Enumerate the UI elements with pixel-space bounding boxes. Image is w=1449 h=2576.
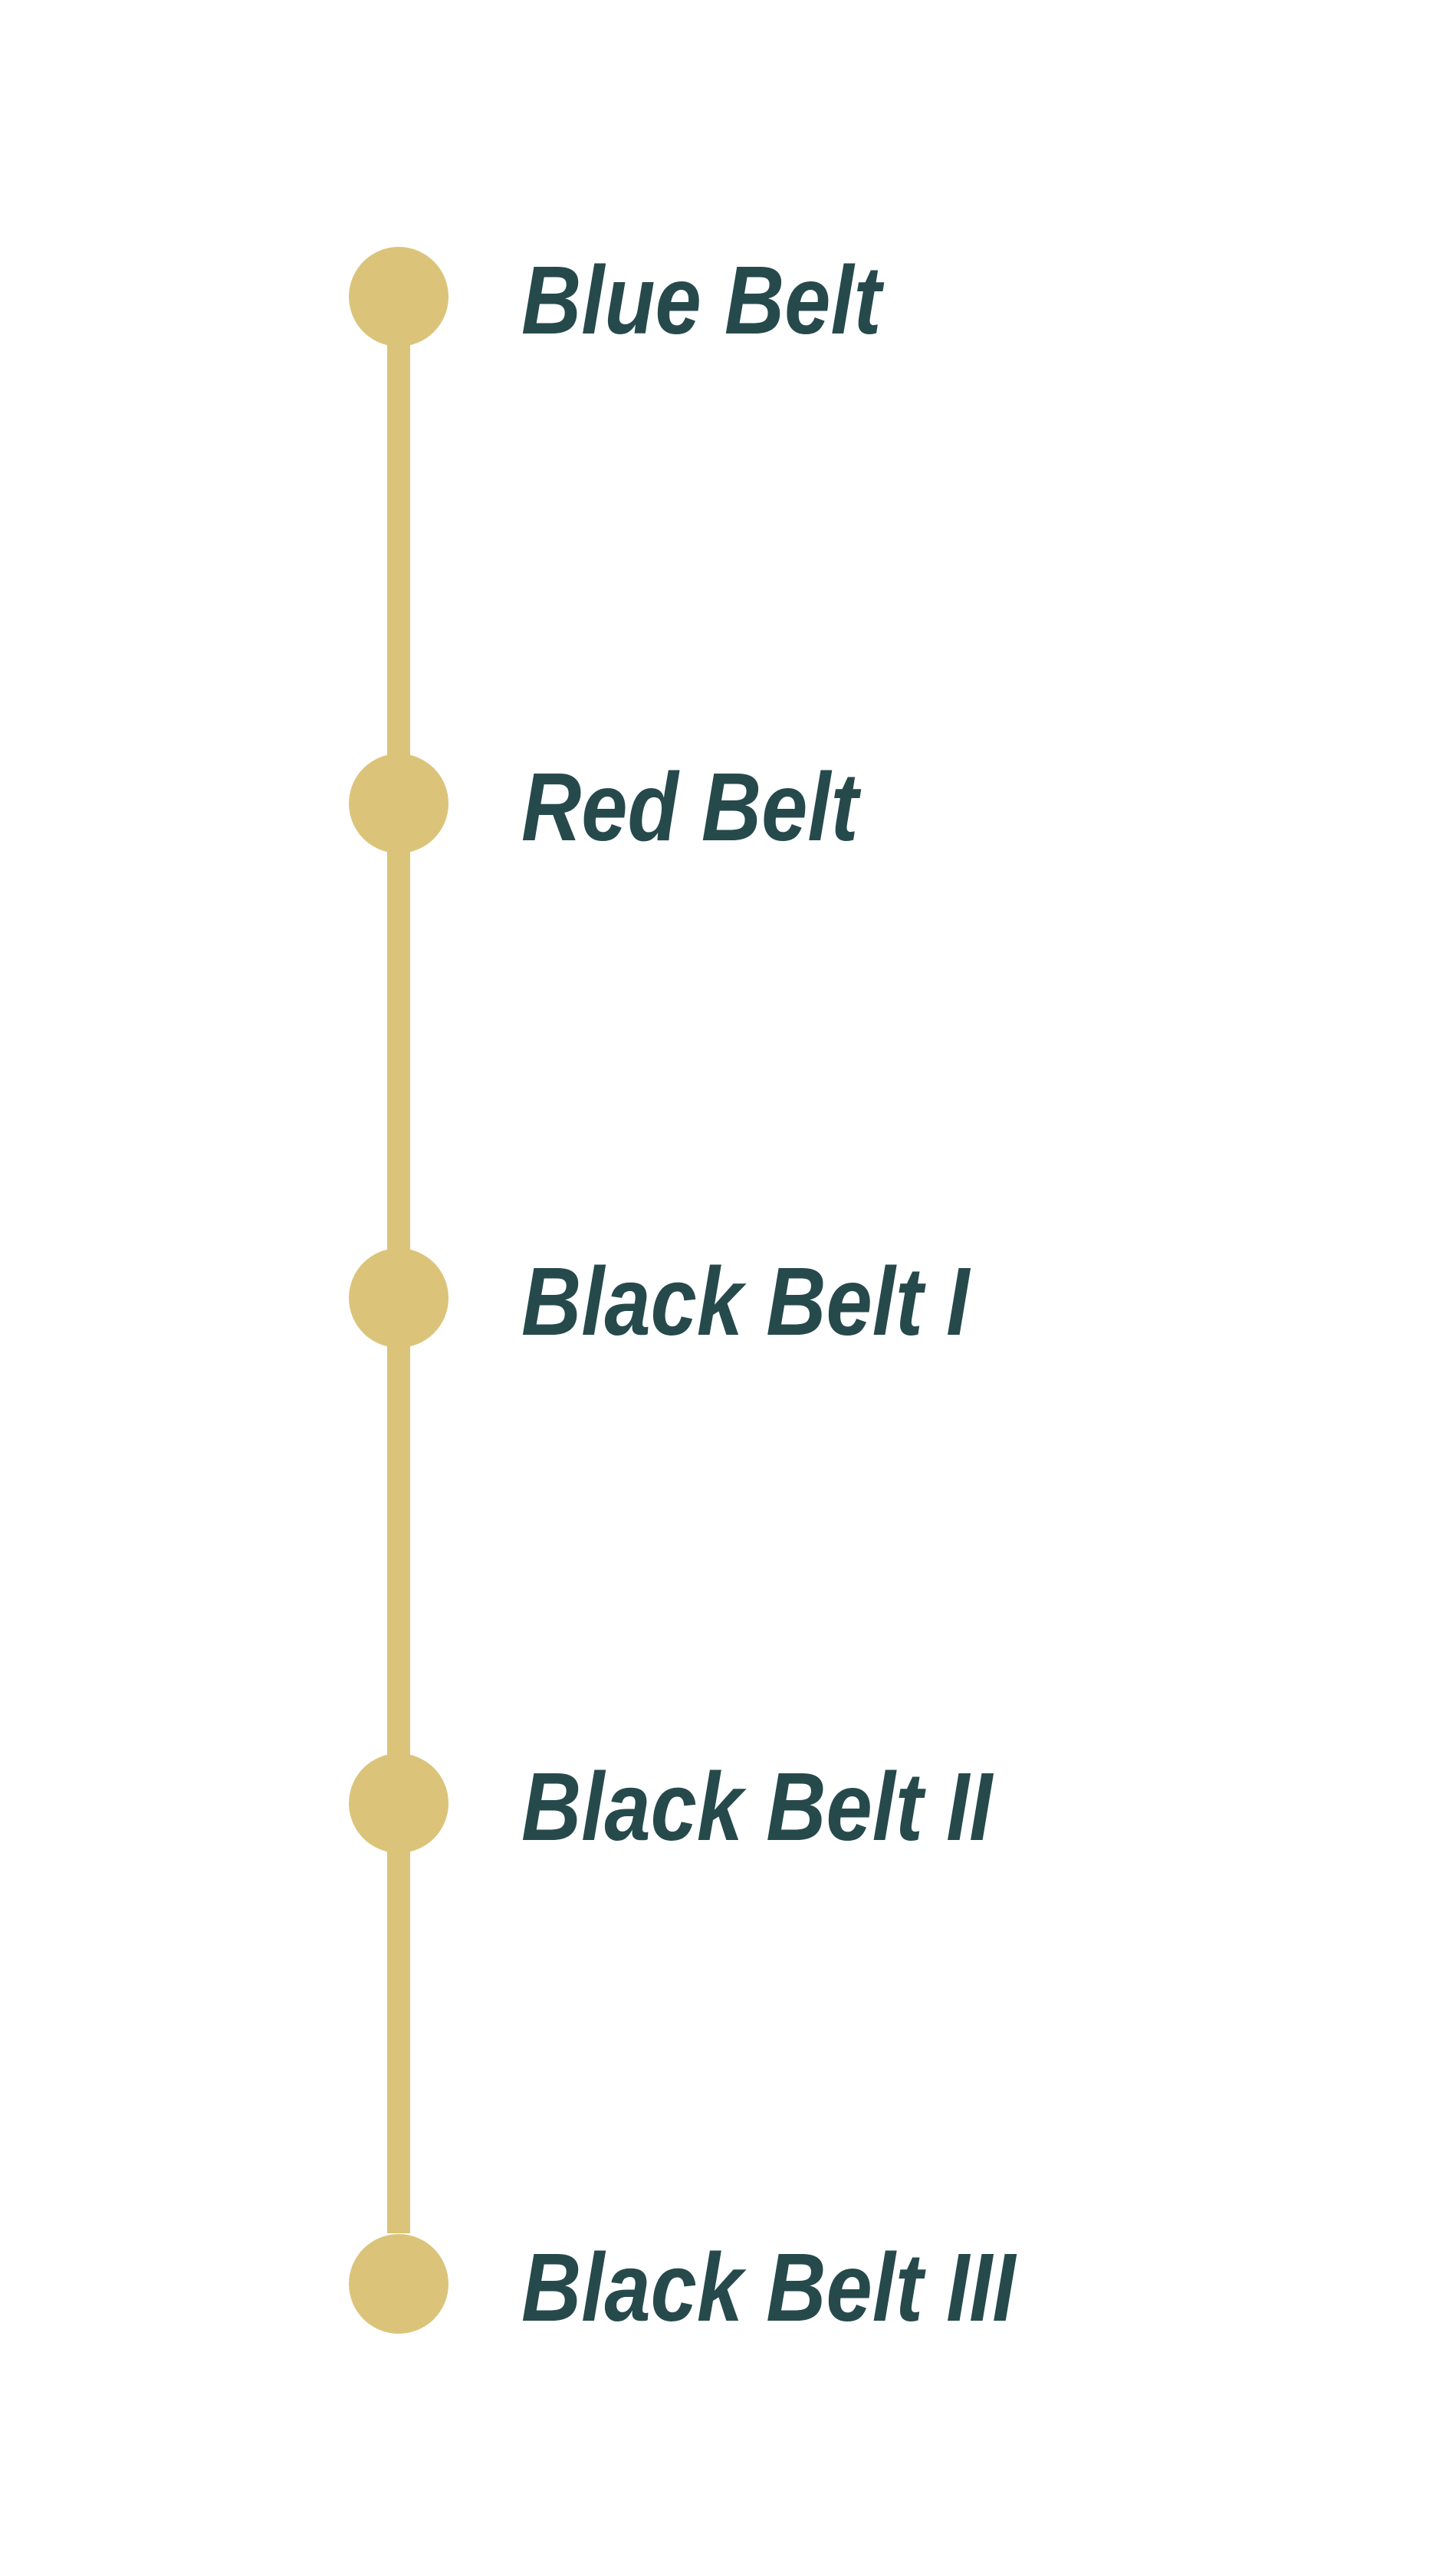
timeline-node-black-belt-1 xyxy=(349,1248,449,1348)
timeline-node-black-belt-2 xyxy=(349,1753,449,1853)
timeline-node-black-belt-3 xyxy=(349,2234,449,2334)
timeline-label-blue-belt: Blue Belt xyxy=(521,246,882,354)
timeline-label-black-belt-2: Black Belt II xyxy=(521,1753,993,1861)
timeline-node-red-belt xyxy=(349,754,449,853)
timeline-label-black-belt-1: Black Belt I xyxy=(521,1247,970,1355)
timeline-label-black-belt-3: Black Belt III xyxy=(521,2233,1016,2341)
timeline-node-blue-belt xyxy=(349,247,449,347)
timeline-label-red-belt: Red Belt xyxy=(521,753,859,861)
